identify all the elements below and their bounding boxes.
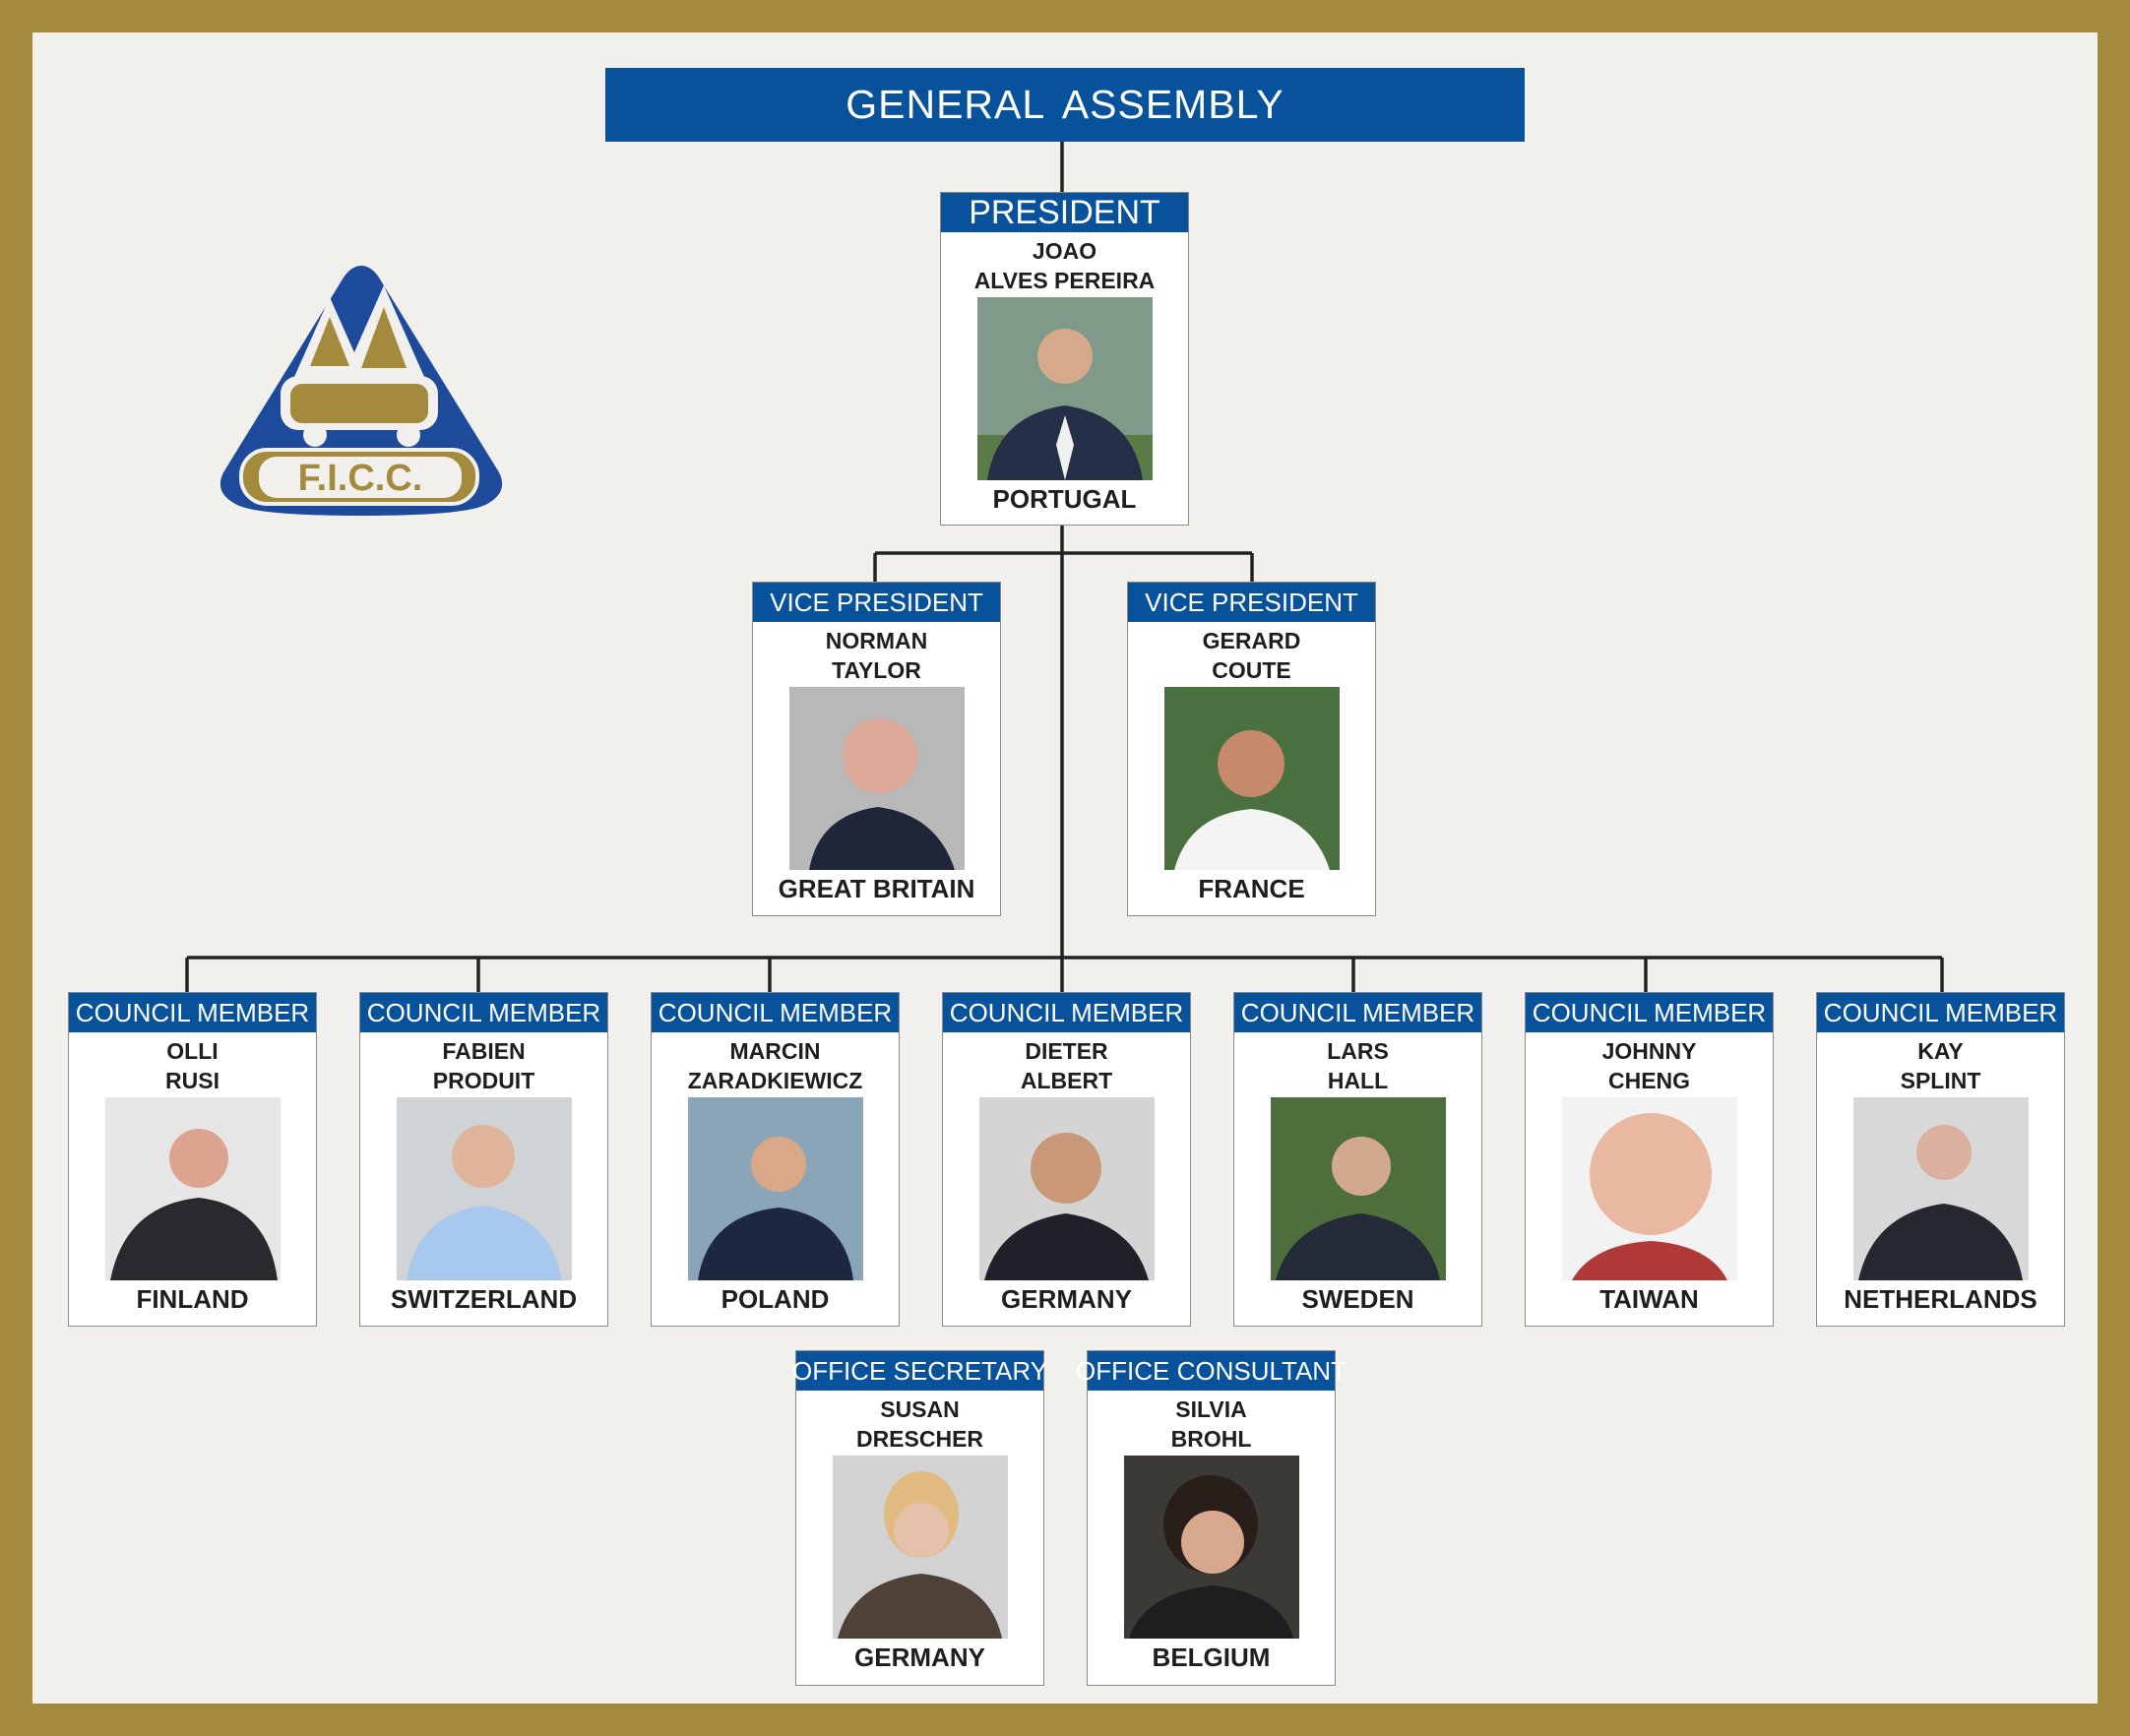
- person-photo: [104, 1097, 281, 1280]
- person-name: JOAO ALVES PEREIRA: [941, 236, 1188, 295]
- council-member-card: COUNCIL MEMBER OLLI RUSI FINLAND: [68, 992, 317, 1327]
- country-label: POLAND: [720, 1284, 830, 1314]
- person-photo: [1163, 687, 1340, 870]
- person-name: SILVIA BROHL: [1088, 1395, 1335, 1454]
- council-member-card: COUNCIL MEMBER DIETER ALBERT GERMANY: [942, 992, 1191, 1327]
- last-name: ALVES PEREIRA: [973, 268, 1156, 293]
- first-name: OLLI: [166, 1038, 219, 1064]
- person-name: GERARD COUTE: [1128, 626, 1375, 685]
- person-photo: [832, 1456, 1008, 1639]
- person-name: OLLI RUSI: [69, 1036, 316, 1095]
- country-label: NETHERLANDS: [1844, 1284, 2037, 1314]
- person-photo: [396, 1097, 572, 1280]
- council-member-card: COUNCIL MEMBER JOHNNY CHENG TAIWAN: [1525, 992, 1774, 1327]
- person-photo: [687, 1097, 863, 1280]
- first-name: MARCIN: [729, 1038, 821, 1064]
- role-header: OFFICE SECRETARY: [792, 1351, 1047, 1391]
- office-secretary-card: OFFICE SECRETARY SUSAN DRESCHER GERMANY: [792, 1350, 1047, 1686]
- council-member-card: COUNCIL MEMBER KAY SPLINT NETHERLANDS: [1816, 992, 2065, 1327]
- council-member-card: COUNCIL MEMBER MARCIN ZARADKIEWICZ POLAND: [651, 992, 900, 1327]
- office-consultant-card: OFFICE CONSULTANT SILVIA BROHL BELGIUM: [1076, 1350, 1347, 1686]
- person-photo: [978, 1097, 1155, 1280]
- person-name: JOHNNY CHENG: [1526, 1036, 1773, 1095]
- last-name: COUTE: [1212, 657, 1291, 683]
- council-member-card: COUNCIL MEMBER FABIEN PRODUIT SWITZERLAND: [359, 992, 608, 1327]
- person-name: FABIEN PRODUIT: [360, 1036, 607, 1095]
- vice-president-card: VICE PRESIDENT GERARD COUTE FRANCE: [1127, 582, 1376, 916]
- person-name: MARCIN ZARADKIEWICZ: [652, 1036, 899, 1095]
- role-header: PRESIDENT: [941, 193, 1188, 232]
- last-name: SPLINT: [1900, 1068, 1981, 1093]
- ficc-logo: F.I.C.C.: [219, 266, 503, 516]
- last-name: HALL: [1327, 1068, 1389, 1093]
- first-name: SILVIA: [1175, 1396, 1247, 1422]
- last-name: ALBERT: [1020, 1068, 1113, 1093]
- country-label: GERMANY: [1001, 1284, 1132, 1314]
- country-label: FINLAND: [136, 1284, 249, 1314]
- role-header: COUNCIL MEMBER: [652, 993, 899, 1032]
- role-header: COUNCIL MEMBER: [943, 993, 1190, 1032]
- person-photo: [788, 687, 965, 870]
- person-photo: [1270, 1097, 1446, 1280]
- logo-text: F.I.C.C.: [298, 458, 423, 499]
- first-name: SUSAN: [880, 1396, 960, 1422]
- last-name: BROHL: [1170, 1426, 1252, 1452]
- role-header: VICE PRESIDENT: [1128, 583, 1375, 622]
- last-name: DRESCHER: [855, 1426, 984, 1452]
- first-name: JOHNNY: [1601, 1038, 1697, 1064]
- council-member-card: COUNCIL MEMBER LARS HALL SWEDEN: [1233, 992, 1482, 1327]
- person-photo: [1852, 1097, 2029, 1280]
- president-card: PRESIDENT JOAO ALVES PEREIRA PORTUGAL: [940, 192, 1189, 526]
- first-name: GERARD: [1202, 628, 1301, 653]
- general-assembly-box: GENERAL ASSEMBLY: [605, 68, 1525, 142]
- person-name: DIETER ALBERT: [943, 1036, 1190, 1095]
- country-label: TAIWAN: [1599, 1284, 1699, 1314]
- role-header: COUNCIL MEMBER: [1234, 993, 1481, 1032]
- first-name: FABIEN: [442, 1038, 526, 1064]
- role-header: COUNCIL MEMBER: [360, 993, 607, 1032]
- country-label: GERMANY: [854, 1643, 985, 1672]
- person-photo: [1561, 1097, 1737, 1280]
- person-name: LARS HALL: [1234, 1036, 1481, 1095]
- person-name: NORMAN TAYLOR: [753, 626, 1000, 685]
- last-name: TAYLOR: [832, 657, 921, 683]
- country-label: SWEDEN: [1301, 1284, 1414, 1314]
- vice-president-card: VICE PRESIDENT NORMAN TAYLOR GREAT BRITAI…: [752, 582, 1001, 916]
- person-name: KAY SPLINT: [1817, 1036, 2064, 1095]
- country-label: BELGIUM: [1152, 1643, 1271, 1672]
- role-header: OFFICE CONSULTANT: [1076, 1351, 1347, 1391]
- first-name: NORMAN: [825, 628, 928, 653]
- first-name: KAY: [1917, 1038, 1964, 1064]
- country-label: SWITZERLAND: [390, 1284, 578, 1314]
- country-label: PORTUGAL: [992, 484, 1137, 514]
- role-header: COUNCIL MEMBER: [1817, 993, 2064, 1032]
- person-photo: [976, 297, 1153, 480]
- last-name: ZARADKIEWICZ: [687, 1068, 863, 1093]
- first-name: JOAO: [1032, 238, 1097, 264]
- person-name: SUSAN DRESCHER: [796, 1395, 1043, 1454]
- last-name: PRODUIT: [432, 1068, 535, 1093]
- role-header: COUNCIL MEMBER: [1526, 993, 1773, 1032]
- role-header: COUNCIL MEMBER: [69, 993, 316, 1032]
- person-photo: [1123, 1456, 1299, 1639]
- country-label: FRANCE: [1198, 874, 1305, 903]
- last-name: CHENG: [1607, 1068, 1691, 1093]
- last-name: RUSI: [165, 1068, 219, 1093]
- first-name: DIETER: [1025, 1038, 1108, 1064]
- general-assembly-title: GENERAL ASSEMBLY: [846, 82, 1284, 127]
- role-header: VICE PRESIDENT: [753, 583, 1000, 622]
- country-label: GREAT BRITAIN: [778, 874, 975, 903]
- first-name: LARS: [1327, 1038, 1389, 1064]
